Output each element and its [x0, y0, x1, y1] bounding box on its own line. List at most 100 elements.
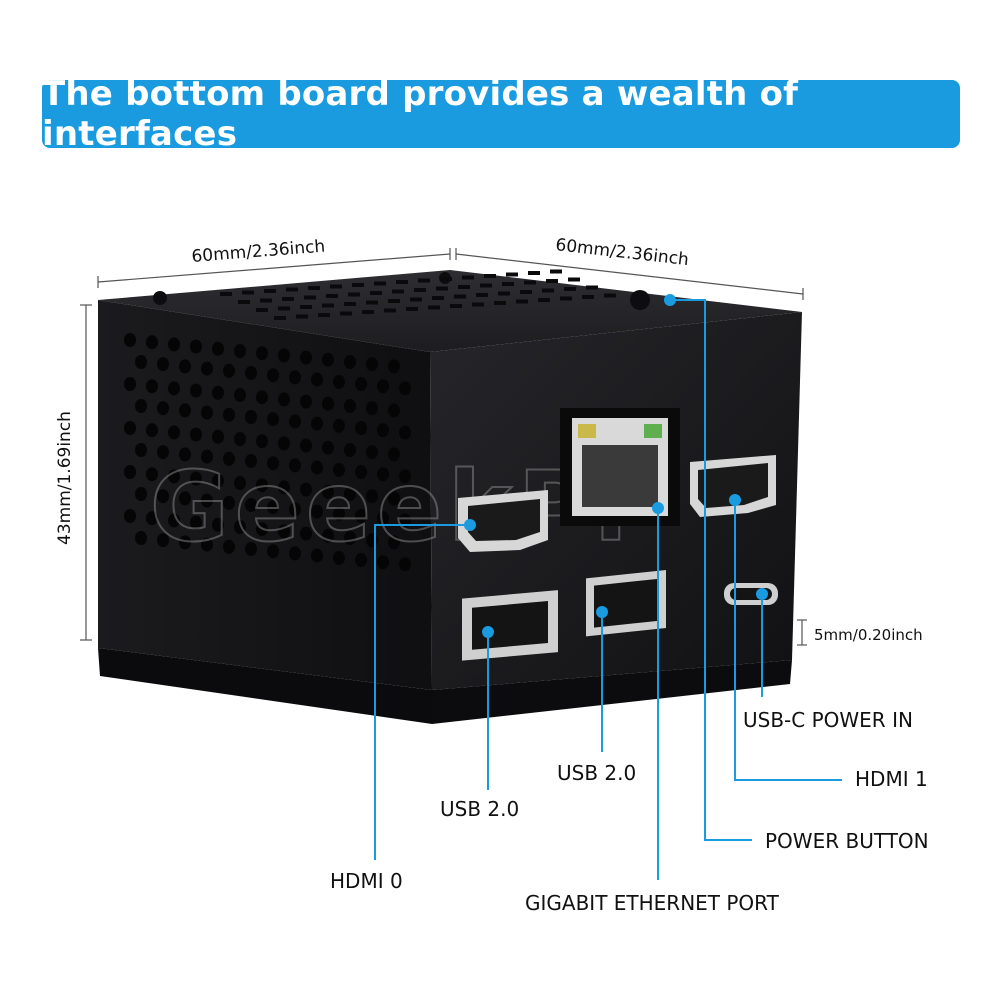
top-vent-slot — [326, 294, 338, 298]
top-vent-slot — [538, 298, 550, 302]
vent-hole — [124, 465, 136, 479]
vent-hole — [322, 440, 334, 455]
top-vent-slot — [604, 293, 616, 298]
vent-hole — [333, 506, 345, 521]
label-usb-left: USB 2.0 — [440, 797, 519, 821]
vent-hole — [311, 460, 323, 475]
top-vent-slot — [220, 292, 232, 296]
top-vent-slot — [330, 284, 342, 289]
top-vent-slot — [546, 279, 558, 283]
vent-hole — [135, 531, 147, 545]
vent-hole — [256, 390, 268, 405]
top-vent-slot — [476, 293, 488, 297]
vent-hole — [267, 456, 279, 471]
vent-hole — [223, 407, 235, 422]
vent-hole — [300, 394, 312, 409]
top-vent-slot — [278, 306, 290, 311]
vent-hole — [278, 392, 290, 407]
vent-hole — [212, 385, 224, 400]
top-vent-slot — [564, 287, 576, 291]
callout-dots — [464, 294, 768, 638]
top-vent-slot — [450, 304, 462, 308]
vent-hole — [300, 438, 312, 453]
vent-hole — [212, 517, 224, 532]
vent-hole — [135, 443, 147, 457]
vent-hole — [300, 350, 312, 365]
vent-hole — [124, 421, 136, 435]
width-right-label: 60mm/2.36inch — [554, 235, 689, 270]
case-base-strip — [432, 660, 792, 724]
vent-hole — [322, 396, 334, 411]
top-vent-slot — [318, 313, 330, 317]
top-vent-slot — [274, 316, 286, 320]
vent-hole — [234, 520, 246, 534]
vent-hole — [267, 412, 279, 427]
top-vent-slot — [498, 291, 510, 296]
vent-hole — [278, 348, 290, 363]
ventilation-holes — [124, 333, 411, 572]
vent-hole — [124, 333, 136, 347]
vent-hole — [311, 504, 323, 519]
top-vent-slot — [238, 300, 250, 304]
vent-hole — [168, 381, 180, 396]
top-vent-slot — [406, 307, 418, 311]
top-vent-slot — [506, 272, 518, 277]
vent-hole — [256, 434, 268, 449]
screw-hole — [153, 291, 167, 305]
vent-hole — [179, 447, 191, 462]
top-vent-slot — [440, 277, 452, 281]
vent-hole — [223, 451, 235, 466]
vent-hole — [179, 403, 191, 418]
top-vent-slot — [414, 288, 426, 292]
label-hdmi1: HDMI 1 — [855, 767, 928, 791]
vent-hole — [289, 546, 301, 561]
top-vent-slot — [436, 286, 448, 291]
title-banner: The bottom board provides a wealth of in… — [42, 74, 960, 154]
vent-hole — [201, 537, 213, 552]
vent-hole — [234, 476, 246, 490]
vent-hole — [377, 423, 389, 438]
top-vent-slot — [472, 302, 484, 307]
label-hdmi0: HDMI 0 — [330, 869, 403, 893]
vent-hole — [399, 513, 411, 528]
vent-hole — [124, 377, 136, 391]
top-vent-slot — [502, 282, 514, 286]
vent-hole — [333, 418, 345, 433]
vent-hole — [333, 550, 345, 565]
top-vent-slot — [300, 305, 312, 309]
vent-hole — [311, 416, 323, 431]
vent-hole — [377, 511, 389, 526]
vent-hole — [278, 436, 290, 451]
width-left-label: 60mm/2.36inch — [191, 237, 326, 267]
vent-hole — [377, 379, 389, 394]
vent-hole — [256, 478, 268, 493]
top-vent-slot — [348, 292, 360, 297]
top-vent-slot — [260, 298, 272, 303]
top-vent-slot — [392, 289, 404, 294]
vent-hole — [355, 377, 367, 391]
vent-hole — [355, 421, 367, 435]
vent-hole — [179, 359, 191, 374]
top-vent-slot — [374, 281, 386, 286]
vent-hole — [157, 401, 169, 416]
vent-hole — [168, 513, 180, 528]
top-vent-slot — [308, 286, 320, 290]
vent-hole — [366, 445, 378, 460]
case-left-face — [98, 300, 432, 690]
vent-hole — [278, 524, 290, 539]
vent-hole — [245, 366, 257, 380]
vent-hole — [267, 500, 279, 515]
vent-hole — [344, 531, 356, 545]
vent-hole — [344, 355, 356, 369]
vent-hole — [146, 379, 158, 394]
vent-hole — [388, 359, 400, 374]
vent-hole — [234, 344, 246, 358]
vent-hole — [355, 553, 367, 567]
usb-mid-port — [586, 570, 666, 637]
top-vent-slot — [352, 283, 364, 287]
vent-hole — [190, 383, 202, 398]
usb-left-port — [462, 590, 558, 661]
vent-hole — [201, 405, 213, 420]
top-vent-slot — [542, 288, 554, 293]
label-power-button: POWER BUTTON — [765, 829, 929, 853]
